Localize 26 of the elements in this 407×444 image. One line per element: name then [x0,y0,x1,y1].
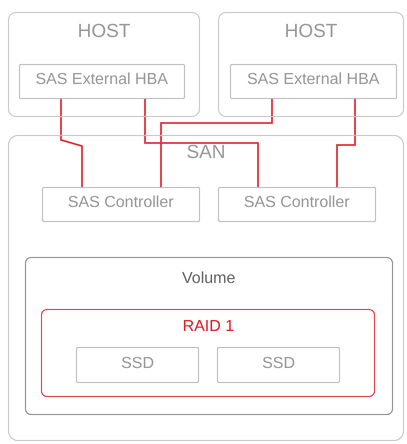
box-label: SSD [121,355,154,374]
cable-line [160,99,273,187]
box-label: SAS External HBA [35,70,168,89]
cable-line [144,99,259,187]
raid-group-box [41,309,376,398]
container-box [8,135,404,441]
box-label: SAS External HBA [246,70,380,89]
box-title: SAN [186,142,226,164]
box-title: HOST [78,21,130,43]
box-title: Volume [182,270,236,288]
container-box [8,12,200,117]
component-box [42,186,200,222]
cable-line [336,99,356,187]
volume-box [24,256,393,415]
container-box [218,12,404,117]
component-box [76,347,200,384]
box-title: HOST [284,21,338,43]
box-label: SAS Controller [244,194,350,212]
component-box [18,64,185,99]
component-box [217,347,340,384]
box-label: SSD [262,355,296,374]
group-title: RAID 1 [182,318,234,336]
component-box [230,64,397,99]
component-box [218,186,376,222]
cable-line [60,99,83,187]
box-label: SAS Controller [68,194,174,212]
